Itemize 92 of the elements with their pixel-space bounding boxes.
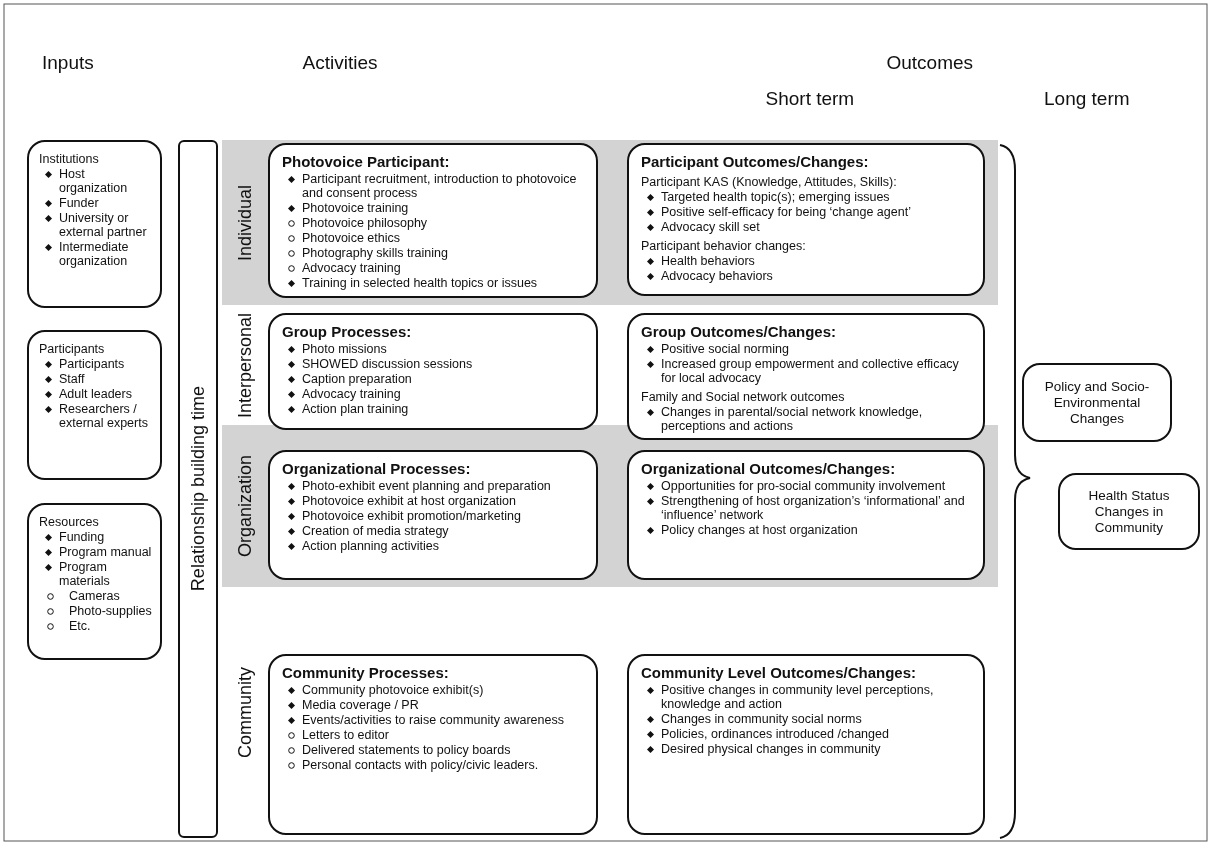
bullet-item: Staff bbox=[59, 372, 85, 386]
column-heading: Activities bbox=[302, 52, 378, 74]
bullet-item: Caption preparation bbox=[302, 372, 412, 386]
sub-bullet-item: Personal contacts with policy/civic leaders. bbox=[302, 758, 539, 772]
box-heading: Organizational Outcomes/Changes: bbox=[641, 460, 897, 477]
bullet-item: Advocacy behaviors bbox=[661, 269, 773, 283]
bullet-item: Participants bbox=[59, 357, 125, 371]
subheading: Participant behavior changes: bbox=[641, 239, 807, 253]
bullet-item: Strengthening of host organization’s ‘informational’ and ‘influence’ network bbox=[661, 494, 965, 522]
bullet-item: Desired physical changes in community bbox=[661, 742, 881, 756]
bullet-item: Adult leaders bbox=[59, 387, 132, 401]
sub-bullet-item: Cameras bbox=[69, 589, 120, 603]
box-heading: Community Processes: bbox=[282, 664, 450, 681]
bullet-item: Targeted health topic(s); emerging issues bbox=[661, 190, 890, 204]
bullet-item: Photo-exhibit event planning and preparation bbox=[302, 479, 551, 493]
bullet-item: Community photovoice exhibit(s) bbox=[302, 683, 484, 697]
box-heading: Group Outcomes/Changes: bbox=[641, 323, 838, 340]
column-heading: Outcomes bbox=[886, 52, 974, 74]
row-label: Community bbox=[234, 666, 256, 758]
sub-bullet-item: Photovoice ethics bbox=[302, 231, 400, 245]
bullet-item: Funder bbox=[59, 196, 99, 210]
bullet-item: Program manual bbox=[59, 545, 152, 559]
sub-bullet-item: Letters to editor bbox=[302, 728, 389, 742]
bullet-item: Opportunities for pro-social community involvement bbox=[661, 479, 946, 493]
bullet-item: Creation of media strategy bbox=[302, 524, 449, 538]
sub-bullet-item: Photography skills training bbox=[302, 246, 448, 260]
bullet-item: Positive social norming bbox=[661, 342, 789, 356]
input-box bbox=[27, 503, 162, 660]
box-heading: Organizational Processes: bbox=[282, 460, 472, 477]
activity-box bbox=[268, 313, 598, 430]
sub-bullet-item: Photovoice philosophy bbox=[302, 216, 428, 230]
box-text: Health Status Changes in Community bbox=[1087, 488, 1171, 536]
box-heading: Resources bbox=[39, 515, 100, 529]
bullet-item: Photovoice training bbox=[302, 201, 409, 215]
bar-label: Relationship building time bbox=[187, 386, 209, 592]
subheading: Participant KAS (Knowledge, Attitudes, Skills): bbox=[641, 175, 898, 189]
bullet-item: Action planning activities bbox=[302, 539, 439, 553]
activity-box bbox=[268, 450, 598, 580]
timeline-bar bbox=[178, 140, 218, 838]
outcome-box bbox=[627, 654, 985, 835]
sub-bullet-item: Etc. bbox=[69, 619, 91, 633]
bullet-item: Advocacy training bbox=[302, 387, 401, 401]
bullet-item: Intermediate organization bbox=[59, 240, 129, 268]
bullet-item: Changes in parental/social network knowledge, perceptions and actions bbox=[661, 405, 923, 433]
long-term-outcome-box bbox=[1022, 363, 1172, 442]
bullet-item: Increased group empowerment and collective efficacy for local advocacy bbox=[661, 357, 959, 385]
box-heading: Community Level Outcomes/Changes: bbox=[641, 664, 918, 681]
sub-bullet-item: Photo-supplies bbox=[69, 604, 152, 618]
activity-box bbox=[268, 654, 598, 835]
box-heading: Photovoice Participant: bbox=[282, 153, 451, 170]
box-heading: Group Processes: bbox=[282, 323, 413, 340]
bullet-item: Participant recruitment, introduction to photovoice and consent process bbox=[302, 172, 577, 200]
row-label: Organization bbox=[234, 455, 256, 558]
outcome-box bbox=[627, 313, 985, 440]
box-heading: Participant Outcomes/Changes: bbox=[641, 153, 870, 170]
bullet-item: Advocacy skill set bbox=[661, 220, 760, 234]
bullet-item: Researchers / external experts bbox=[59, 402, 148, 430]
bullet-item: Action plan training bbox=[302, 402, 409, 416]
bullet-item: Events/activities to raise community awareness bbox=[302, 713, 564, 727]
row-label: Individual bbox=[234, 184, 256, 261]
bullet-item: Training in selected health topics or issues bbox=[302, 276, 538, 290]
bullet-item: Funding bbox=[59, 530, 105, 544]
subheading: Family and Social network outcomes bbox=[641, 390, 846, 404]
bullet-item: Program materials bbox=[59, 560, 110, 588]
bullet-item: University or external partner bbox=[59, 211, 147, 239]
bullet-item: Policies, ordinances introduced /changed bbox=[661, 727, 889, 741]
column-heading: Short term bbox=[765, 88, 855, 110]
activity-box bbox=[268, 143, 598, 298]
bullet-item: Changes in community social norms bbox=[661, 712, 862, 726]
bullet-item: Photovoice exhibit promotion/marketing bbox=[302, 509, 521, 523]
sub-bullet-item: Delivered statements to policy boards bbox=[302, 743, 511, 757]
bullet-item: Host organization bbox=[59, 167, 128, 195]
long-term-outcome-box bbox=[1058, 473, 1200, 550]
outcome-box bbox=[627, 450, 985, 580]
bullet-item: Health behaviors bbox=[661, 254, 755, 268]
input-box bbox=[27, 330, 162, 480]
row-label: Interpersonal bbox=[234, 312, 256, 418]
column-heading: Long term bbox=[1044, 88, 1130, 110]
outcome-box bbox=[627, 143, 985, 296]
bullet-item: Photo missions bbox=[302, 342, 387, 356]
bullet-item: Policy changes at host organization bbox=[661, 523, 858, 537]
box-heading: Institutions bbox=[39, 152, 100, 166]
column-heading: Inputs bbox=[42, 52, 94, 74]
box-text: Policy and Socio-Environmental Changes bbox=[1043, 379, 1151, 427]
bullet-item: Photovoice exhibit at host organization bbox=[302, 494, 517, 508]
input-box bbox=[27, 140, 162, 308]
bullet-item: Media coverage / PR bbox=[302, 698, 419, 712]
bullet-item: Positive changes in community level perceptions, knowledge and action bbox=[661, 683, 934, 711]
bullet-item: SHOWED discussion sessions bbox=[302, 357, 473, 371]
sub-bullet-item: Advocacy training bbox=[302, 261, 401, 275]
box-heading: Participants bbox=[39, 342, 106, 356]
bullet-item: Positive self-efficacy for being ‘change agent’ bbox=[661, 205, 911, 219]
